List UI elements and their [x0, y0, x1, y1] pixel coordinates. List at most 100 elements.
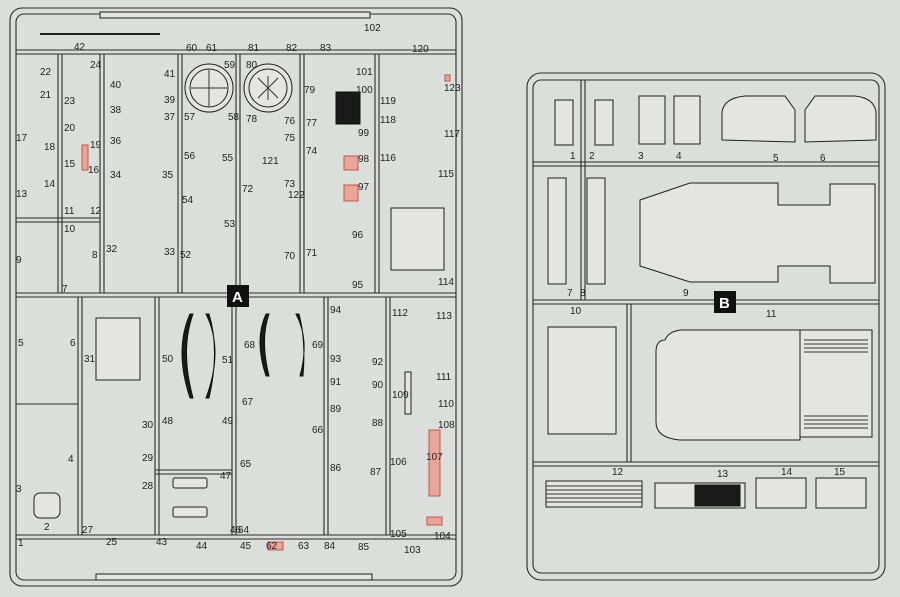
a-part-label-54: 54	[182, 195, 194, 206]
a-part-label-89: 89	[330, 404, 342, 415]
a-part-label-93: 93	[330, 354, 342, 365]
b-part-label-11: 11	[766, 309, 777, 320]
a-part-label-42: 42	[74, 42, 86, 53]
part-59-wheel	[184, 63, 234, 113]
sprue-b-letter: B	[719, 295, 730, 312]
a-part-label-64: 64	[238, 525, 250, 536]
b-part-label-12: 12	[612, 467, 624, 478]
part-b1	[554, 99, 574, 146]
part-51-leaf-spring	[205, 313, 216, 399]
part-47-plate-b	[172, 506, 208, 518]
a-part-label-98: 98	[358, 154, 370, 165]
b-part-label-7: 7	[567, 288, 573, 299]
a-part-label-87: 87	[370, 467, 382, 478]
b-part-label-9: 9	[683, 288, 689, 299]
a-part-label-44: 44	[196, 541, 208, 552]
part-123-highlight	[444, 74, 451, 82]
a-part-label-18: 18	[44, 142, 56, 153]
a-part-label-78: 78	[246, 114, 258, 125]
a-part-label-39: 39	[164, 95, 176, 106]
a-part-label-41: 41	[164, 69, 176, 80]
b-part-label-4: 4	[676, 151, 682, 162]
b-part-label-6: 6	[820, 153, 826, 164]
a-part-label-83: 83	[320, 43, 332, 54]
a-part-label-111: 111	[436, 372, 452, 383]
sprue-a-outer-frame	[9, 7, 463, 587]
a-part-label-85: 85	[358, 542, 370, 553]
top-sprue-bar	[99, 11, 371, 19]
a-part-label-31: 31	[84, 354, 96, 365]
a-part-label-79: 79	[304, 85, 316, 96]
a-part-label-14: 14	[44, 179, 56, 190]
part-47-plate	[172, 477, 208, 489]
part-b6	[804, 95, 877, 143]
a-part-label-56: 56	[184, 151, 196, 162]
b-part-label-5: 5	[773, 153, 779, 164]
part-50-leaf-spring	[181, 313, 194, 399]
a-part-label-21: 21	[40, 90, 52, 101]
a-part-label-100: 100	[356, 85, 373, 96]
a-part-label-94: 94	[330, 305, 342, 316]
part-100	[335, 91, 361, 125]
a-part-label-24: 24	[90, 60, 102, 71]
a-part-label-104: 104	[434, 531, 451, 542]
a-part-label-113: 113	[436, 311, 452, 322]
a-part-label-114: 114	[438, 277, 454, 288]
a-part-label-69: 69	[312, 340, 324, 351]
a-part-label-70: 70	[284, 251, 296, 262]
a-part-label-97: 97	[358, 182, 370, 193]
a-part-label-116: 116	[380, 153, 396, 164]
a-part-label-81: 81	[248, 43, 260, 54]
part-b12-ribs	[546, 485, 642, 503]
a-part-label-67: 67	[242, 397, 254, 408]
part-68-leaf-spring	[259, 313, 270, 377]
a-part-label-40: 40	[110, 80, 122, 91]
part-98-highlight	[343, 155, 359, 171]
a-part-label-71: 71	[306, 248, 318, 259]
a-part-label-8: 8	[92, 250, 98, 261]
part-b3	[638, 95, 666, 145]
part-97-highlight	[343, 184, 359, 202]
a-part-label-99: 99	[358, 128, 370, 139]
a-part-label-115: 115	[438, 169, 454, 180]
a-part-label-48: 48	[162, 416, 174, 427]
a-part-label-49: 49	[222, 416, 234, 427]
a-part-label-5: 5	[18, 338, 24, 349]
a-part-label-72: 72	[242, 184, 254, 195]
a-part-label-92: 92	[372, 357, 384, 368]
a-part-label-62: 62	[266, 541, 278, 552]
a-part-label-16: 16	[88, 165, 100, 176]
a-part-label-123: 123	[444, 83, 461, 94]
a-part-label-95: 95	[352, 280, 364, 291]
a-part-label-68: 68	[244, 340, 256, 351]
a-part-label-28: 28	[142, 481, 154, 492]
a-part-label-101: 101	[356, 67, 373, 78]
part-b13-dark	[694, 484, 741, 507]
part-80-wheel	[243, 63, 293, 113]
a-part-label-25: 25	[106, 537, 118, 548]
b-part-label-13: 13	[717, 469, 729, 480]
part-104-highlight	[426, 516, 443, 526]
part-2-ring	[33, 492, 61, 519]
part-b15	[815, 477, 867, 509]
a-part-label-6: 6	[70, 338, 76, 349]
a-part-label-74: 74	[306, 146, 318, 157]
part-b11-grille	[799, 329, 873, 438]
part-b11-hull	[655, 329, 801, 441]
a-part-label-50: 50	[162, 354, 174, 365]
part-b2	[594, 99, 614, 146]
a-part-label-103: 103	[404, 545, 421, 556]
a-part-label-60: 60	[186, 43, 198, 54]
a-part-label-119: 119	[380, 96, 396, 107]
b-part-label-15: 15	[834, 467, 846, 478]
a-part-label-61: 61	[206, 43, 218, 54]
part-107-highlight	[428, 429, 441, 497]
sprue-b-inner-frame	[532, 79, 880, 574]
part-b10	[547, 326, 617, 435]
a-part-label-109: 109	[392, 390, 409, 401]
a-part-label-55: 55	[222, 153, 234, 164]
a-part-label-80: 80	[246, 60, 258, 71]
a-part-label-37: 37	[164, 112, 176, 123]
